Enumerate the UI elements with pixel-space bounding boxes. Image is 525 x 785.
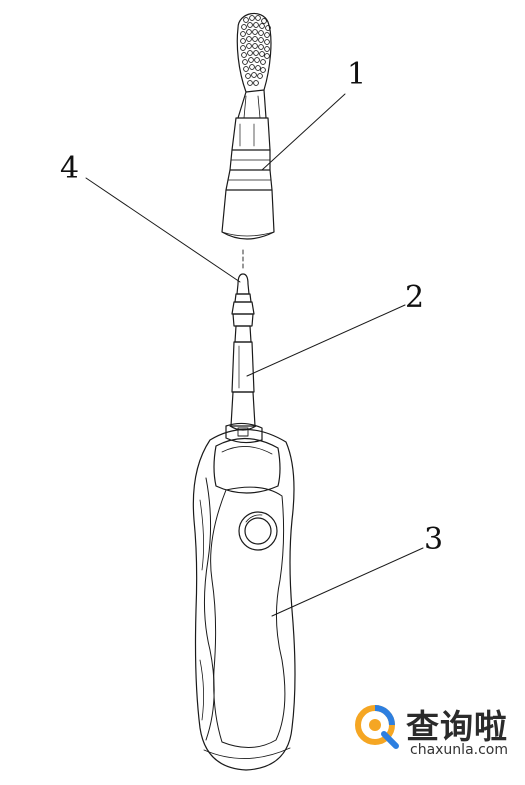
magnifier-q-logo-icon	[355, 705, 399, 749]
drive-shaft-part-2	[229, 273, 257, 431]
leader-lines	[85, 93, 424, 617]
watermark-url: chaxunla.com	[410, 742, 508, 758]
watermark-title: 查询啦	[406, 707, 508, 746]
leader-line-1	[261, 93, 346, 171]
leader-line-4	[85, 177, 241, 283]
power-button	[238, 511, 278, 551]
leader-line-3	[271, 547, 424, 617]
bristle-tufts	[240, 15, 271, 86]
callout-label-3: 3	[424, 522, 444, 557]
callout-label-2: 2	[405, 280, 425, 315]
handle-part-3	[192, 422, 296, 771]
callout-label-1: 1	[347, 57, 367, 92]
leader-line-2	[246, 304, 406, 377]
brush-head-part-1	[221, 12, 275, 240]
watermark: 查询啦 chaxunla.com	[348, 698, 518, 768]
callout-label-4: 4	[60, 151, 80, 186]
